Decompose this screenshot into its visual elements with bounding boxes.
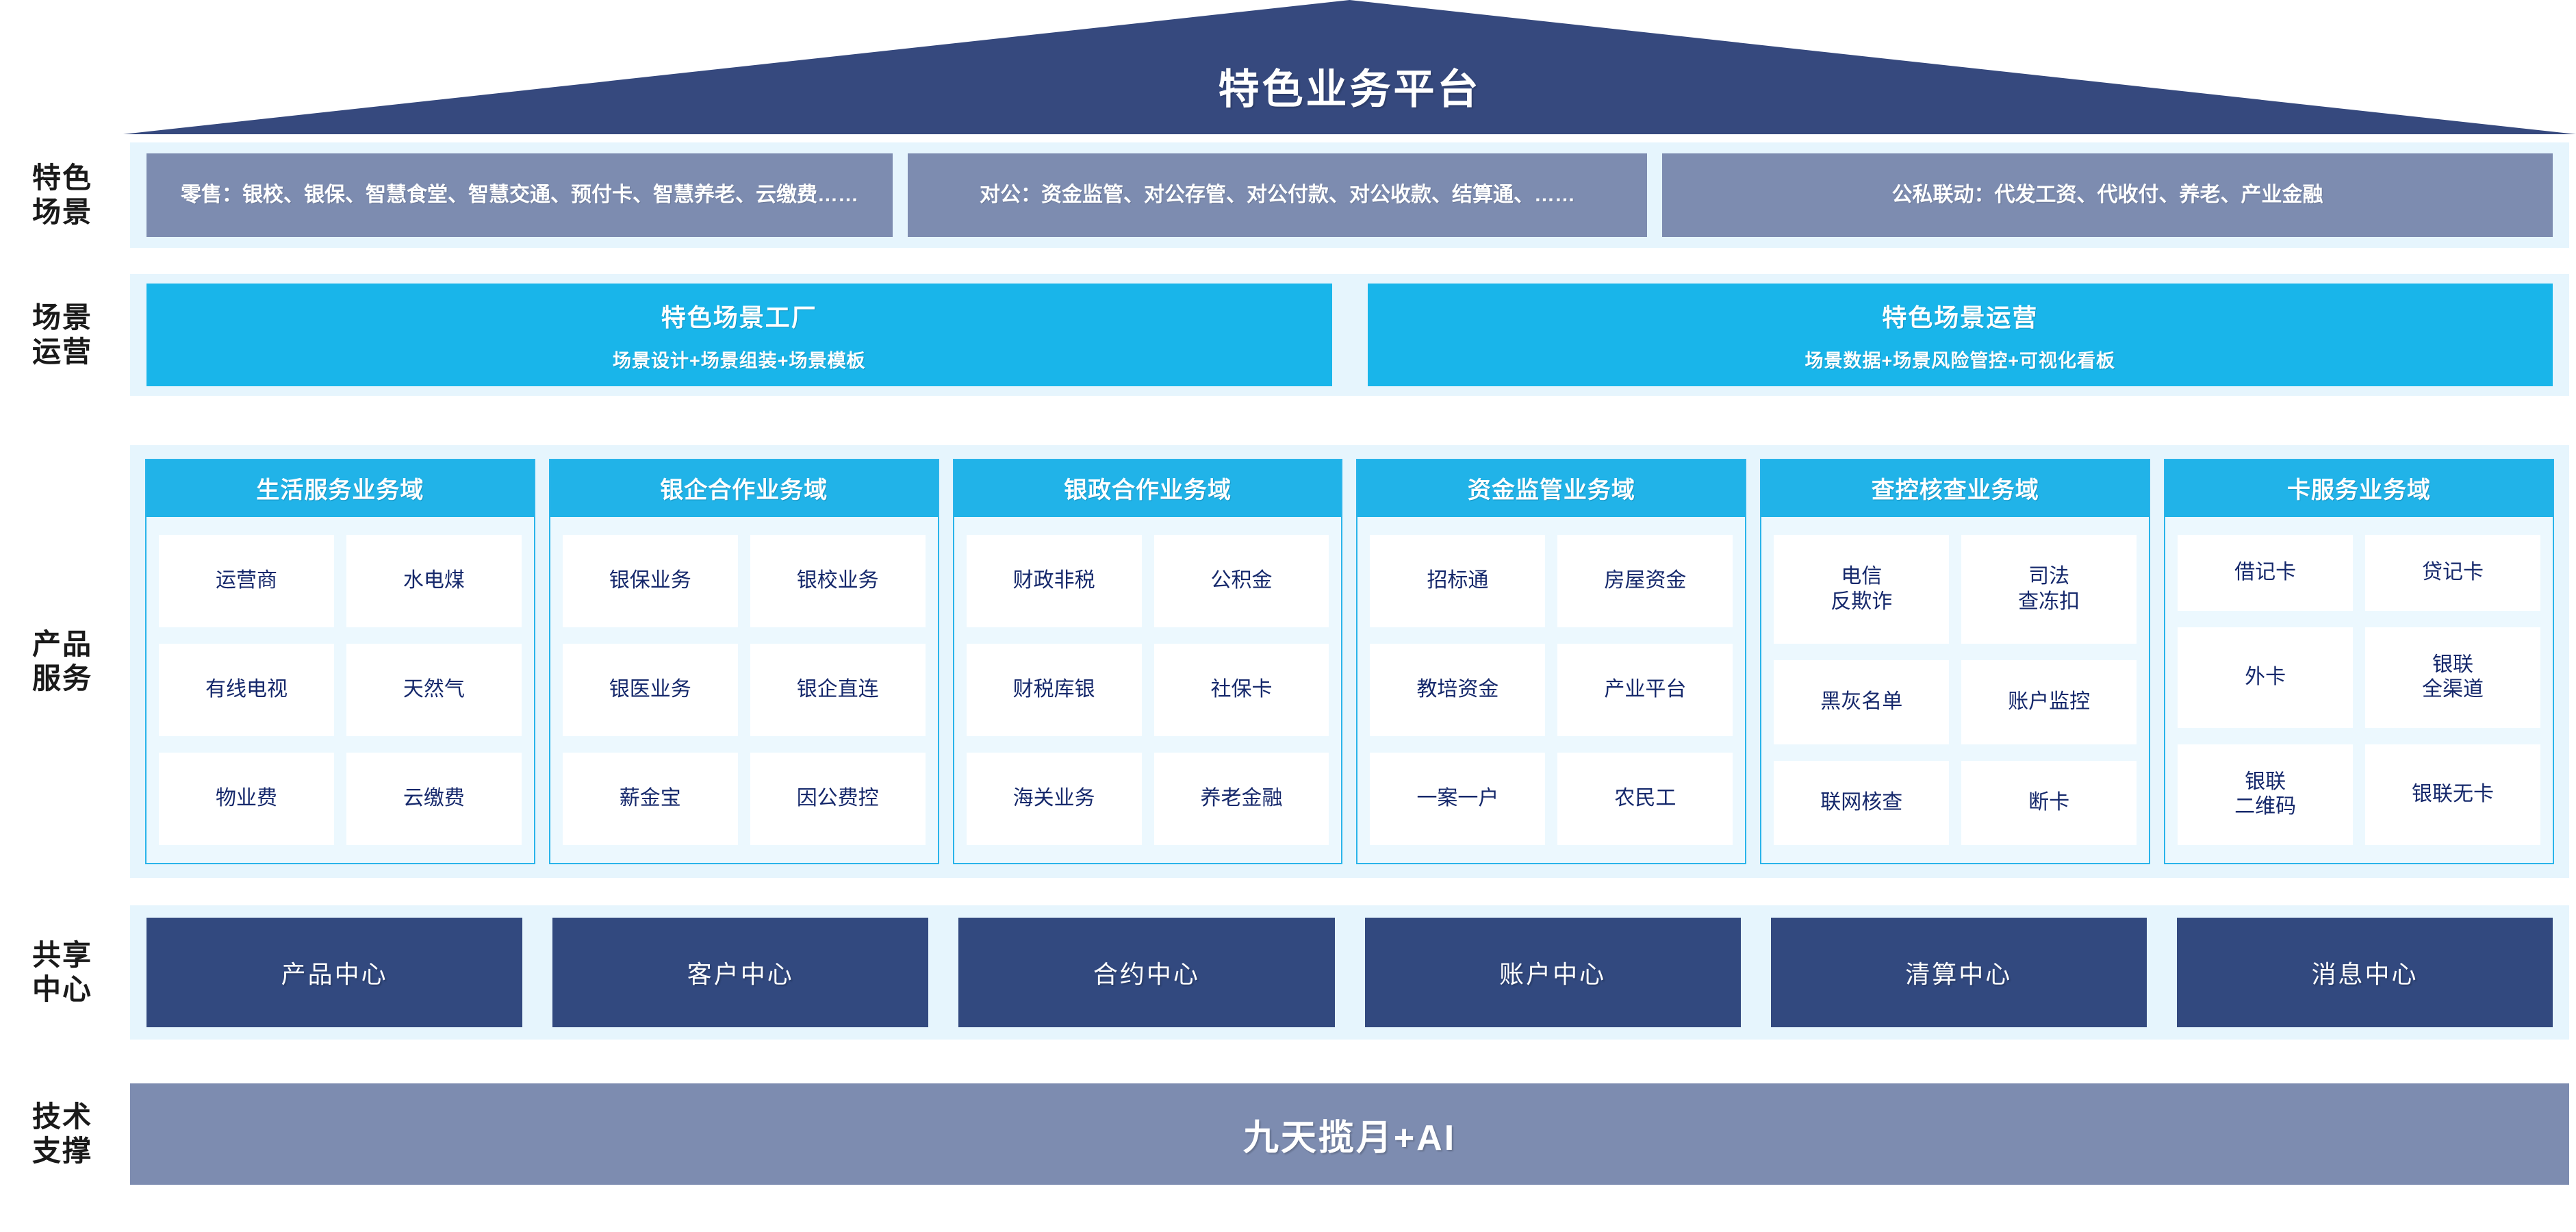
product-item-cell[interactable]: 教培资金 [1370, 644, 1546, 736]
product-item-cell[interactable]: 银保业务 [562, 535, 738, 627]
product-item-cell[interactable]: 公积金 [1153, 535, 1329, 627]
product-item-cell[interactable]: 一案一户 [1370, 753, 1546, 845]
product-item-cell[interactable]: 招标通 [1370, 535, 1546, 627]
product-item-cell[interactable]: 银企直连 [750, 644, 926, 736]
row-label-center-line1: 共享 [31, 939, 92, 972]
ops-factory-title: 特色场景工厂 [661, 303, 817, 331]
product-domain-header[interactable]: 生活服务业务域 [146, 460, 534, 517]
ops-box-scene-factory[interactable]: 特色场景工厂 场景设计+场景组装+场景模板 [146, 284, 1332, 386]
tech-support-section: 九天揽月+AI [130, 1083, 2569, 1185]
product-domain-column: 银企合作业务域银保业务银校业务银医业务银企直连薪金宝因公费控 [548, 459, 939, 864]
ops-box-scene-operation[interactable]: 特色场景运营 场景数据+场景风险管控+可视化看板 [1367, 284, 2553, 386]
product-domain-items: 借记卡贷记卡外卡银联全渠道银联二维码银联无卡 [2165, 517, 2553, 863]
product-item-cell[interactable]: 断卡 [1961, 761, 2137, 845]
product-item-cell[interactable]: 联网核查 [1774, 761, 1950, 845]
product-domain-items: 电信反欺诈司法查冻扣黑灰名单账户监控联网核查断卡 [1761, 517, 2149, 863]
shared-center-box[interactable]: 产品中心 [146, 918, 523, 1027]
scene-box-retail[interactable]: 零售：银校、银保、智慧食堂、智慧交通、预付卡、智慧养老、云缴费…… [146, 153, 893, 237]
product-item-cell[interactable]: 司法查冻扣 [1961, 535, 2137, 644]
shared-center-box[interactable]: 合约中心 [958, 918, 1335, 1027]
product-domain-column: 卡服务业务域借记卡贷记卡外卡银联全渠道银联二维码银联无卡 [2164, 459, 2554, 864]
product-item-cell[interactable]: 农民工 [1557, 753, 1733, 845]
product-item-cell[interactable]: 产业平台 [1557, 644, 1733, 736]
product-item-cell[interactable]: 借记卡 [2178, 535, 2354, 611]
row-label-operations: 场景 运营 [8, 274, 116, 396]
product-item-cell[interactable]: 贷记卡 [2365, 535, 2540, 611]
product-domain-header[interactable]: 卡服务业务域 [2165, 460, 2553, 517]
product-domain-header[interactable]: 资金监管业务域 [1357, 460, 1746, 517]
row-label-shared-center: 共享 中心 [8, 905, 116, 1040]
product-domain-column: 资金监管业务域招标通房屋资金教培资金产业平台一案一户农民工 [1356, 459, 1747, 864]
scene-box-corporate[interactable]: 对公：资金监管、对公存管、对公付款、对公收款、结算通、…… [908, 153, 1647, 237]
product-domain-items: 运营商水电煤有线电视天然气物业费云缴费 [146, 517, 534, 863]
roof-shape [123, 0, 2576, 134]
product-item-cell[interactable]: 天然气 [346, 644, 522, 736]
product-item-cell[interactable]: 银联二维码 [2178, 744, 2354, 845]
product-domain-header[interactable]: 查控核查业务域 [1761, 460, 2150, 517]
product-item-cell[interactable]: 因公费控 [750, 753, 926, 845]
shared-center-box[interactable]: 清算中心 [1770, 918, 2147, 1027]
row-label-tech-line1: 技术 [31, 1101, 92, 1133]
platform-roof: 特色业务平台 [123, 0, 2576, 134]
product-item-cell[interactable]: 有线电视 [159, 644, 334, 736]
product-item-cell[interactable]: 云缴费 [346, 753, 522, 845]
scene-box-linkage[interactable]: 公私联动：代发工资、代收付、养老、产业金融 [1662, 153, 2553, 237]
product-domain-header[interactable]: 银企合作业务域 [550, 460, 938, 517]
product-item-cell[interactable]: 账户监控 [1961, 660, 2137, 745]
tech-support-bar[interactable]: 九天揽月+AI [130, 1083, 2569, 1185]
row-label-scene-line1: 特色 [31, 162, 92, 194]
row-label-scene-line2: 场景 [31, 196, 92, 228]
product-item-cell[interactable]: 运营商 [159, 535, 334, 627]
product-item-cell[interactable]: 养老金融 [1153, 753, 1329, 845]
shared-center-section: 产品中心客户中心合约中心账户中心清算中心消息中心 [130, 905, 2569, 1040]
product-domain-column: 银政合作业务域财政非税公积金财税库银社保卡海关业务养老金融 [952, 459, 1343, 864]
product-domain-column: 生活服务业务域运营商水电煤有线电视天然气物业费云缴费 [145, 459, 535, 864]
product-item-cell[interactable]: 社保卡 [1153, 644, 1329, 736]
product-domain-items: 财政非税公积金财税库银社保卡海关业务养老金融 [954, 517, 1342, 863]
row-label-product-line1: 产品 [31, 628, 92, 661]
row-label-tech-support: 技术 支撑 [8, 1083, 116, 1185]
ops-factory-subtitle: 场景设计+场景组装+场景模板 [612, 350, 866, 371]
scene-operations-section: 特色场景工厂 场景设计+场景组装+场景模板 特色场景运营 场景数据+场景风险管控… [130, 274, 2569, 396]
row-label-scene: 特色 场景 [8, 142, 116, 248]
ops-operation-subtitle: 场景数据+场景风险管控+可视化看板 [1805, 350, 2116, 371]
product-item-cell[interactable]: 黑灰名单 [1774, 660, 1950, 745]
product-item-cell[interactable]: 银联全渠道 [2365, 627, 2540, 728]
product-domain-column: 查控核查业务域电信反欺诈司法查冻扣黑灰名单账户监控联网核查断卡 [1760, 459, 2151, 864]
row-label-operations-line1: 场景 [31, 301, 92, 334]
product-item-cell[interactable]: 外卡 [2178, 627, 2354, 728]
product-item-cell[interactable]: 银校业务 [750, 535, 926, 627]
product-item-cell[interactable]: 薪金宝 [562, 753, 738, 845]
product-item-cell[interactable]: 银医业务 [562, 644, 738, 736]
shared-center-box[interactable]: 消息中心 [2176, 918, 2553, 1027]
product-item-cell[interactable]: 银联无卡 [2365, 744, 2540, 845]
row-label-tech-line2: 支撑 [31, 1135, 92, 1167]
product-item-cell[interactable]: 电信反欺诈 [1774, 535, 1950, 644]
product-item-cell[interactable]: 财政非税 [966, 535, 1142, 627]
product-item-cell[interactable]: 水电煤 [346, 535, 522, 627]
row-label-center-line2: 中心 [31, 973, 92, 1005]
product-item-cell[interactable]: 财税库银 [966, 644, 1142, 736]
product-item-cell[interactable]: 物业费 [159, 753, 334, 845]
product-domain-items: 招标通房屋资金教培资金产业平台一案一户农民工 [1357, 517, 1745, 863]
row-label-product-line2: 服务 [31, 662, 92, 694]
product-service-section: 生活服务业务域运营商水电煤有线电视天然气物业费云缴费银企合作业务域银保业务银校业… [130, 445, 2569, 878]
product-domain-header[interactable]: 银政合作业务域 [954, 460, 1342, 517]
row-label-operations-line2: 运营 [31, 336, 92, 368]
scene-section: 零售：银校、银保、智慧食堂、智慧交通、预付卡、智慧养老、云缴费…… 对公：资金监… [130, 142, 2569, 248]
shared-center-box[interactable]: 客户中心 [552, 918, 929, 1027]
product-item-cell[interactable]: 房屋资金 [1557, 535, 1733, 627]
shared-center-box[interactable]: 账户中心 [1364, 918, 1741, 1027]
row-label-product-service: 产品 服务 [8, 445, 116, 878]
ops-operation-title: 特色场景运营 [1882, 303, 2039, 331]
product-item-cell[interactable]: 海关业务 [966, 753, 1142, 845]
product-domain-items: 银保业务银校业务银医业务银企直连薪金宝因公费控 [550, 517, 938, 863]
